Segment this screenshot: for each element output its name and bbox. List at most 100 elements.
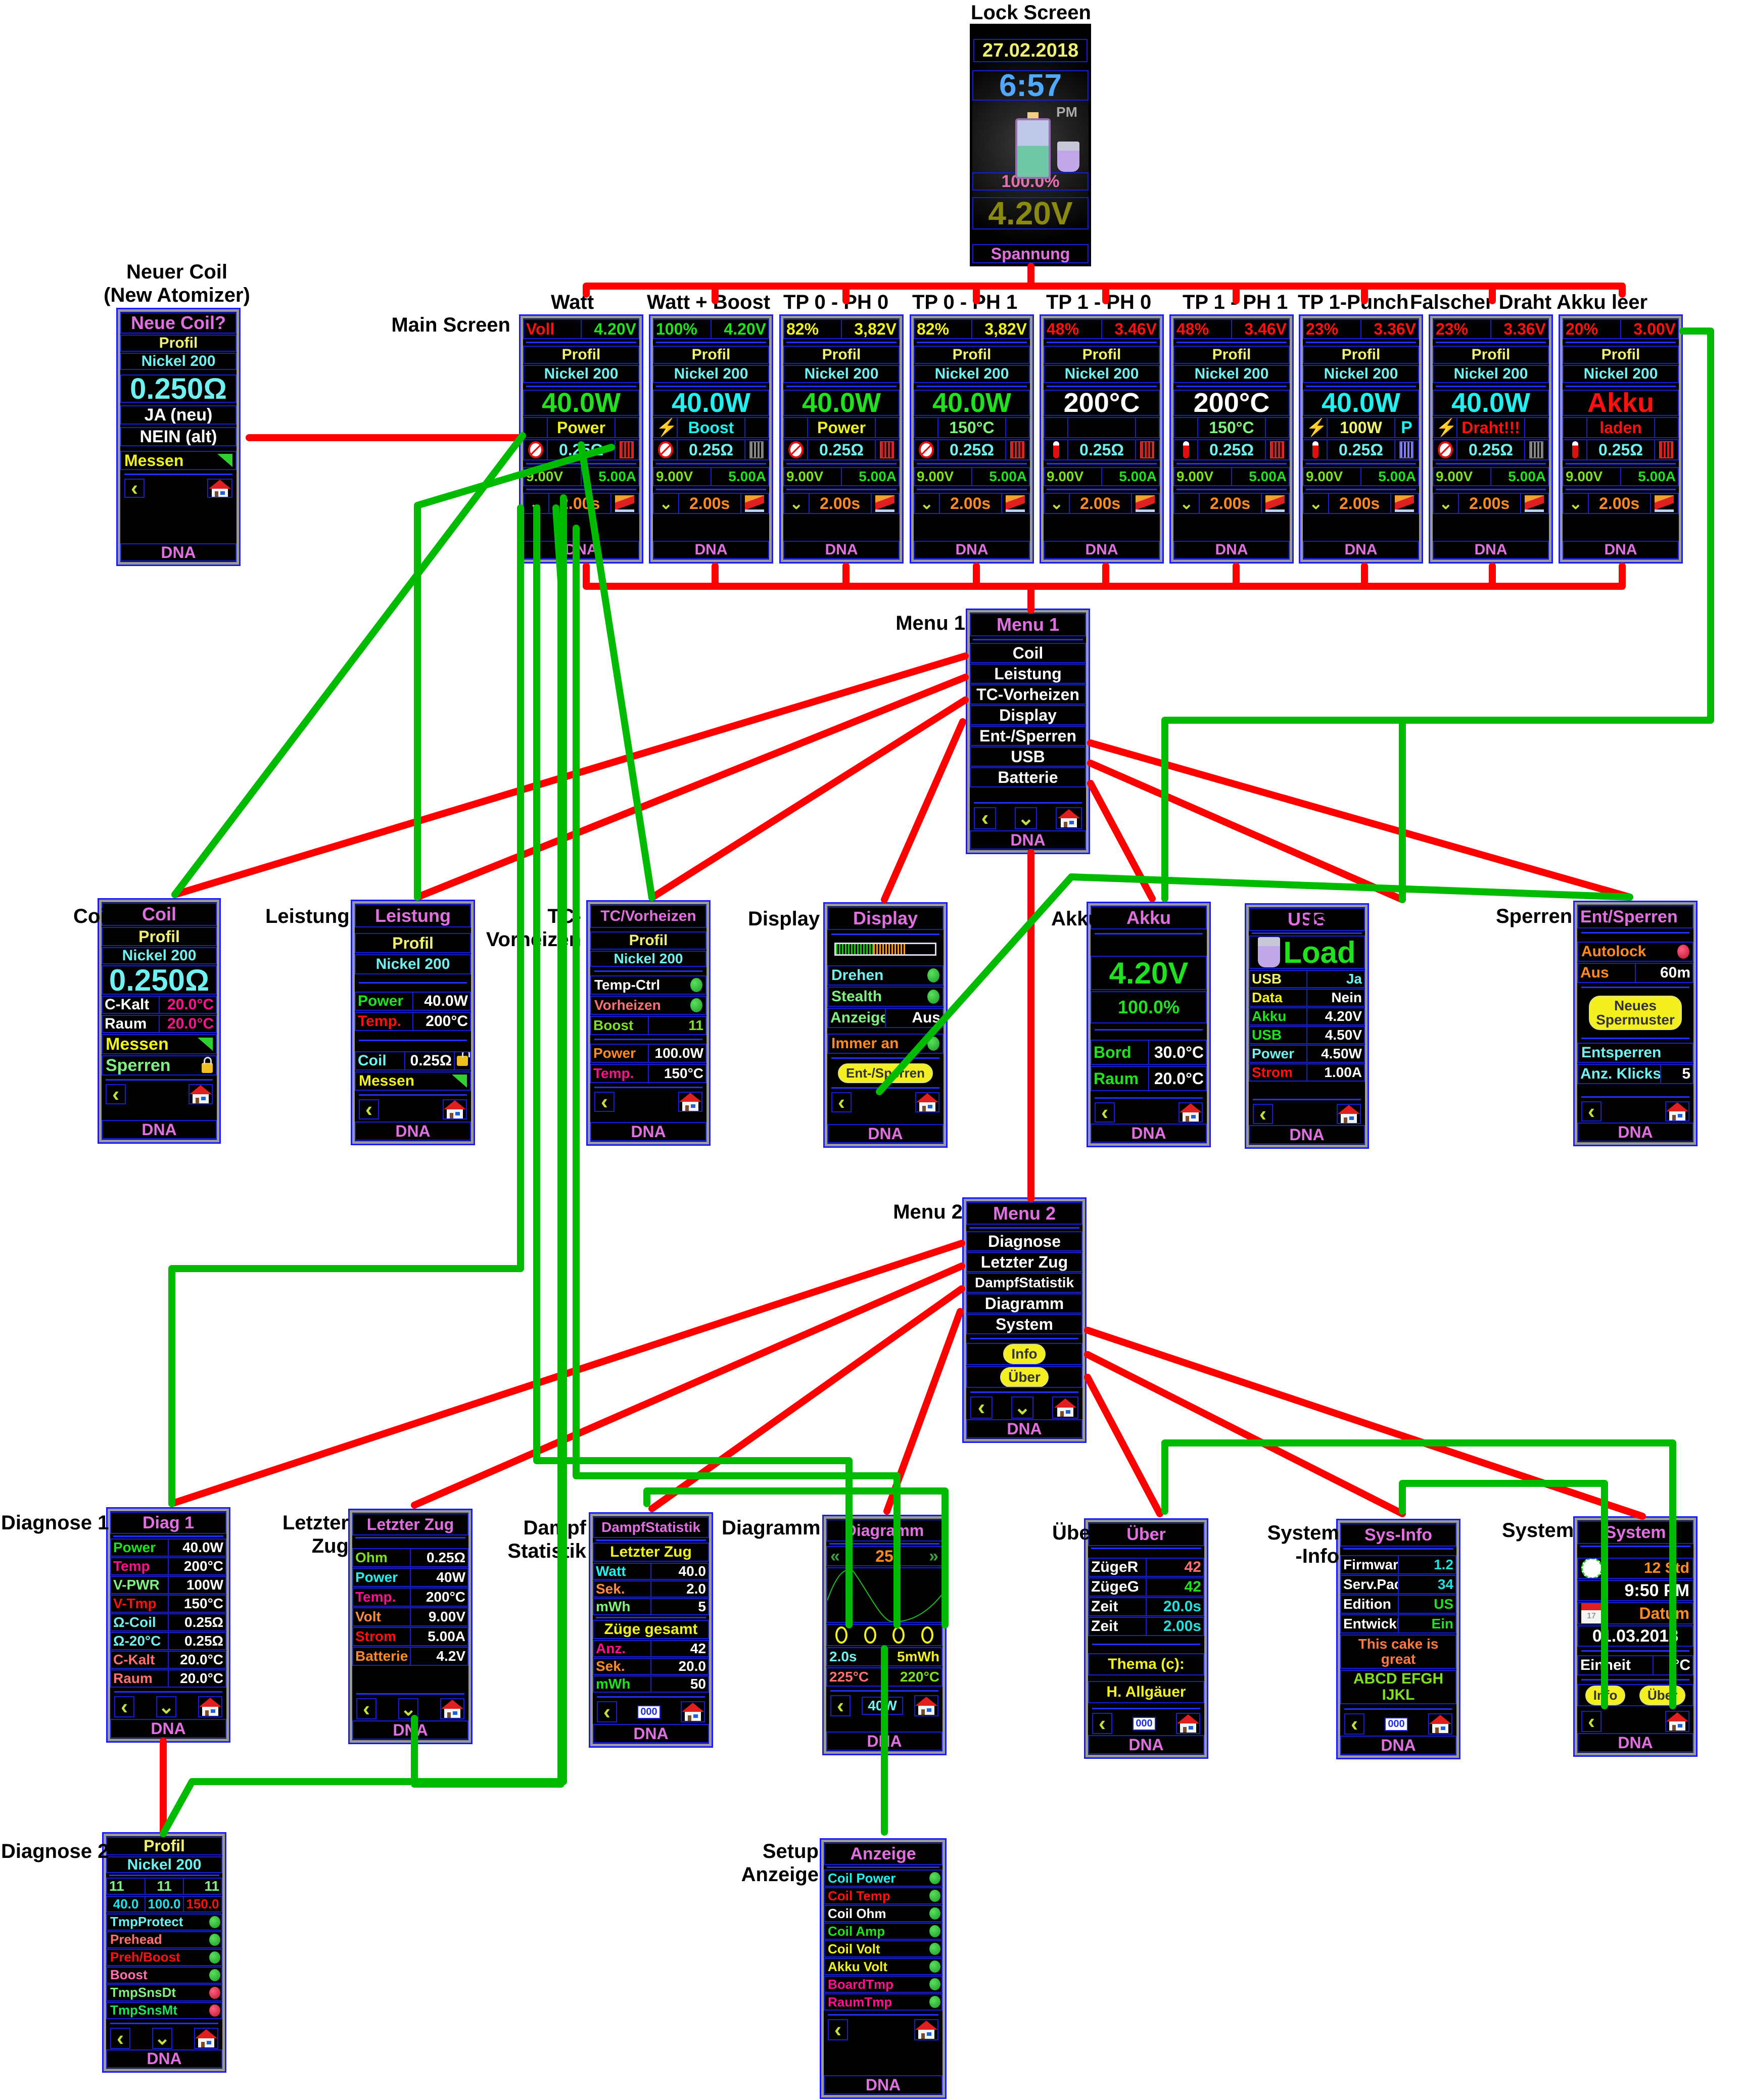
setup-item-row[interactable]: BoardTmp <box>824 1976 942 1993</box>
toggle-off-icon[interactable] <box>209 1986 220 1999</box>
main-value[interactable]: 40.0W <box>1433 390 1549 416</box>
toggle-on-icon[interactable] <box>929 1943 940 1955</box>
new-coil-measure-row[interactable]: Messen <box>120 451 237 470</box>
toggle-on-icon[interactable] <box>929 1961 940 1973</box>
system-clock-row[interactable]: 12 Std <box>1577 1558 1693 1579</box>
brightness-slider[interactable] <box>827 938 944 960</box>
setup-item-row[interactable]: Coil Ohm <box>824 1905 942 1922</box>
tc-temp-ctrl-row[interactable]: Temp-Ctrl <box>590 975 706 995</box>
profil-label[interactable]: Profil <box>1173 346 1290 364</box>
home-icon[interactable] <box>681 1701 705 1722</box>
home-icon[interactable] <box>198 1696 222 1717</box>
setup-item-row[interactable]: Coil Volt <box>824 1940 942 1957</box>
chevron-down-icon[interactable]: ⌄ <box>1174 494 1200 513</box>
toggle-icon[interactable] <box>864 1626 876 1644</box>
menu-item-coil[interactable]: Coil <box>970 643 1086 663</box>
toggle-on-icon[interactable] <box>927 990 939 1004</box>
chevron-down-icon[interactable]: ⌄ <box>784 494 810 513</box>
main-value[interactable]: 200°C <box>1044 390 1160 416</box>
toggle-off-icon[interactable] <box>209 2004 220 2017</box>
system-date[interactable]: 01.03.2018 <box>1577 1625 1693 1647</box>
back-icon[interactable]: ‹ <box>114 1695 134 1718</box>
system-time[interactable]: 9:50 PM <box>1577 1580 1693 1601</box>
back-icon[interactable]: ‹ <box>124 476 145 500</box>
toggle-off-icon[interactable] <box>1677 945 1689 959</box>
ent-sperren-button[interactable]: Ent-/Sperren <box>837 1063 933 1083</box>
back-icon[interactable]: ‹ <box>1581 1099 1601 1123</box>
info-button[interactable]: Info <box>1585 1685 1626 1705</box>
home-icon[interactable] <box>1665 1101 1689 1122</box>
toggle-icon[interactable] <box>921 1626 933 1644</box>
home-icon[interactable] <box>1337 1104 1361 1124</box>
setup-item-row[interactable]: Coil Amp <box>824 1923 942 1940</box>
ueber-button[interactable]: Über <box>1639 1685 1686 1705</box>
chevron-down-icon[interactable]: ⌄ <box>156 1696 176 1718</box>
menu-item-letzter-zug[interactable]: Letzter Zug <box>966 1252 1082 1273</box>
back-icon[interactable]: ‹ <box>594 1090 615 1113</box>
toggle-on-icon[interactable] <box>929 1872 940 1884</box>
toggle-icon[interactable] <box>835 1626 848 1644</box>
new-coil-no-button[interactable]: NEIN (alt) <box>120 427 237 446</box>
chevron-down-icon[interactable]: ⌄ <box>1434 494 1459 513</box>
main-value[interactable]: Akku <box>1563 390 1679 416</box>
home-icon[interactable] <box>443 1099 467 1119</box>
prev-icon[interactable]: « <box>830 1546 840 1566</box>
new-coil-yes-button[interactable]: JA (neu) <box>120 405 237 425</box>
chevron-down-icon[interactable]: ⌄ <box>1015 807 1037 829</box>
home-icon[interactable] <box>207 479 232 498</box>
home-icon[interactable] <box>1176 1713 1200 1734</box>
back-icon[interactable]: ‹ <box>974 806 996 830</box>
next-icon[interactable]: » <box>929 1546 938 1566</box>
back-icon[interactable]: ‹ <box>597 1700 617 1723</box>
back-icon[interactable]: ‹ <box>1095 1100 1115 1124</box>
diag2-flag-row[interactable]: TmpSnsDt <box>106 1984 222 2001</box>
chevron-down-icon[interactable]: ⌄ <box>524 494 549 513</box>
profil-label[interactable]: Profil <box>653 346 769 364</box>
profil-label[interactable]: Profil <box>523 346 639 364</box>
toggle-on-icon[interactable] <box>929 1978 940 1990</box>
home-icon[interactable] <box>914 1695 938 1716</box>
main-value[interactable]: 40.0W <box>653 390 769 416</box>
display-rotate-row[interactable]: Drehen <box>827 965 944 986</box>
main-value[interactable]: 200°C <box>1173 390 1290 416</box>
profil-label[interactable]: Profil <box>590 931 706 950</box>
toggle-on-icon[interactable] <box>209 1916 220 1928</box>
setup-item-row[interactable]: RaumTmp <box>824 1993 942 2011</box>
home-icon[interactable] <box>1056 807 1082 829</box>
back-icon[interactable]: ‹ <box>106 1082 126 1106</box>
system-unit-row[interactable]: Einheit°C <box>1577 1655 1693 1675</box>
autolock-row[interactable]: Autolock <box>1577 942 1693 962</box>
profil-label[interactable]: Profil <box>1303 346 1419 364</box>
toggle-on-icon[interactable] <box>929 1907 940 1920</box>
home-icon[interactable] <box>915 1092 939 1112</box>
chevron-down-icon[interactable]: ⌄ <box>1304 494 1329 513</box>
profil-label[interactable]: Profil <box>914 346 1030 364</box>
back-icon[interactable]: ‹ <box>356 1697 376 1720</box>
ueber-button[interactable]: Über <box>1000 1367 1049 1387</box>
diag2-flag-row[interactable]: Preh/Boost <box>106 1948 222 1966</box>
brightness-bar[interactable] <box>834 943 937 956</box>
main-value[interactable]: 40.0W <box>783 390 900 416</box>
toggle-icon[interactable] <box>892 1626 905 1644</box>
diag2-flag-row[interactable]: TmpSnsMt <box>106 2001 222 2019</box>
chevron-down-icon[interactable]: ⌄ <box>654 494 679 513</box>
back-icon[interactable]: ‹ <box>831 1090 852 1114</box>
coil-lock-row[interactable]: Sperren <box>102 1055 217 1076</box>
tc-preheat-row[interactable]: Vorheizen <box>590 996 706 1015</box>
leistung-measure-row[interactable]: Messen <box>355 1071 471 1091</box>
toggle-on-icon[interactable] <box>929 1890 940 1902</box>
back-icon[interactable]: ‹ <box>970 1395 993 1420</box>
menu-item-usb[interactable]: USB <box>970 746 1086 767</box>
home-icon[interactable] <box>1052 1396 1078 1419</box>
home-icon[interactable] <box>678 1092 702 1112</box>
home-icon[interactable] <box>440 1698 464 1719</box>
setup-item-row[interactable]: Akku Volt <box>824 1958 942 1975</box>
menu-item-batterie[interactable]: Batterie <box>970 767 1086 787</box>
toggle-on-icon[interactable] <box>927 968 939 983</box>
diag2-flag-row[interactable]: TmpProtect <box>106 1913 222 1931</box>
